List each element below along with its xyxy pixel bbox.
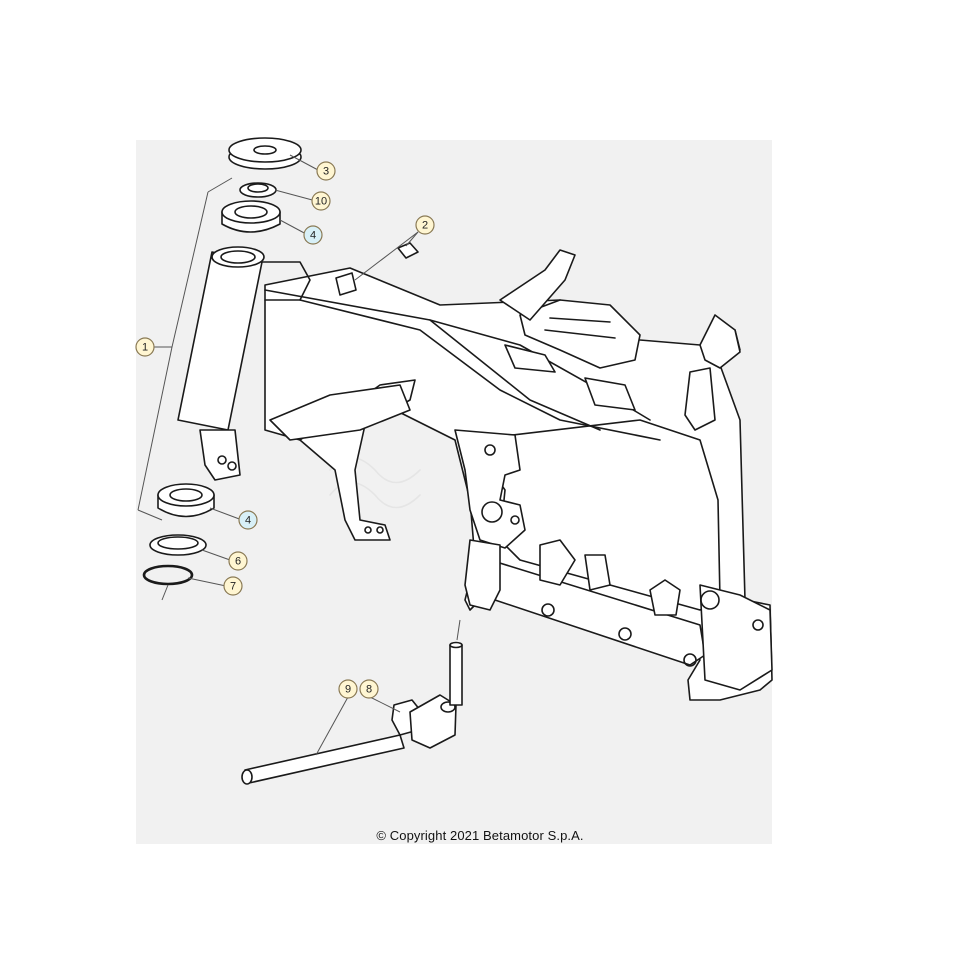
callout-number: 1 — [142, 342, 148, 354]
callout-c8: 8 — [359, 679, 379, 699]
callout-bubble — [359, 679, 379, 699]
callout-bubble — [316, 161, 336, 181]
motorcycle-frame — [264, 249, 773, 701]
copyright-label: © Copyright 2021 Betamotor S.p.A. — [376, 828, 584, 843]
mount-stud — [335, 272, 357, 296]
cage-nut-part — [397, 242, 419, 259]
callout-bubble — [135, 337, 155, 357]
callout-c2: 2 — [415, 215, 435, 235]
callout-bubble — [303, 225, 323, 245]
callout-bubble — [311, 191, 331, 211]
o-ring-part — [142, 564, 194, 586]
callout-c3: 3 — [316, 161, 336, 181]
stand-pivot-part — [391, 694, 457, 749]
callout-c9: 9 — [338, 679, 358, 699]
callout-c4a: 4 — [303, 225, 323, 245]
callout-number: 6 — [235, 556, 241, 568]
callout-c6: 6 — [228, 551, 248, 571]
callout-number: 4 — [245, 515, 251, 527]
callout-c4b: 4 — [238, 510, 258, 530]
callout-bubble — [415, 215, 435, 235]
top-washer-part — [228, 137, 302, 170]
steering-head-tube — [177, 246, 311, 481]
pivot-tube-part — [241, 734, 405, 785]
callout-c1: 1 — [135, 337, 155, 357]
callout-number: 7 — [230, 581, 236, 593]
callout-number: 2 — [422, 220, 428, 232]
copyright-text: © Copyright 2021 Betamotor S.p.A. — [0, 828, 980, 843]
callout-number: 10 — [315, 196, 327, 208]
callout-number: 8 — [366, 684, 372, 696]
seal-ring-part — [239, 182, 277, 198]
leader-lines — [137, 154, 461, 756]
callout-c7: 7 — [223, 576, 243, 596]
lower-ring-part — [149, 534, 207, 556]
vertical-stud-part — [449, 641, 463, 706]
callout-bubble — [338, 679, 358, 699]
callout-layer: 3 10 4 2 1 4 6 7 9 8 — [135, 161, 435, 699]
callout-c10: 10 — [311, 191, 331, 211]
callout-number: 9 — [345, 684, 351, 696]
callout-bubble — [228, 551, 248, 571]
callout-bubble — [223, 576, 243, 596]
callout-bubble — [238, 510, 258, 530]
upper-bearing-part — [221, 200, 281, 233]
lower-bearing-part — [157, 483, 215, 518]
callout-number: 4 — [310, 230, 316, 242]
callout-number: 3 — [323, 166, 329, 178]
